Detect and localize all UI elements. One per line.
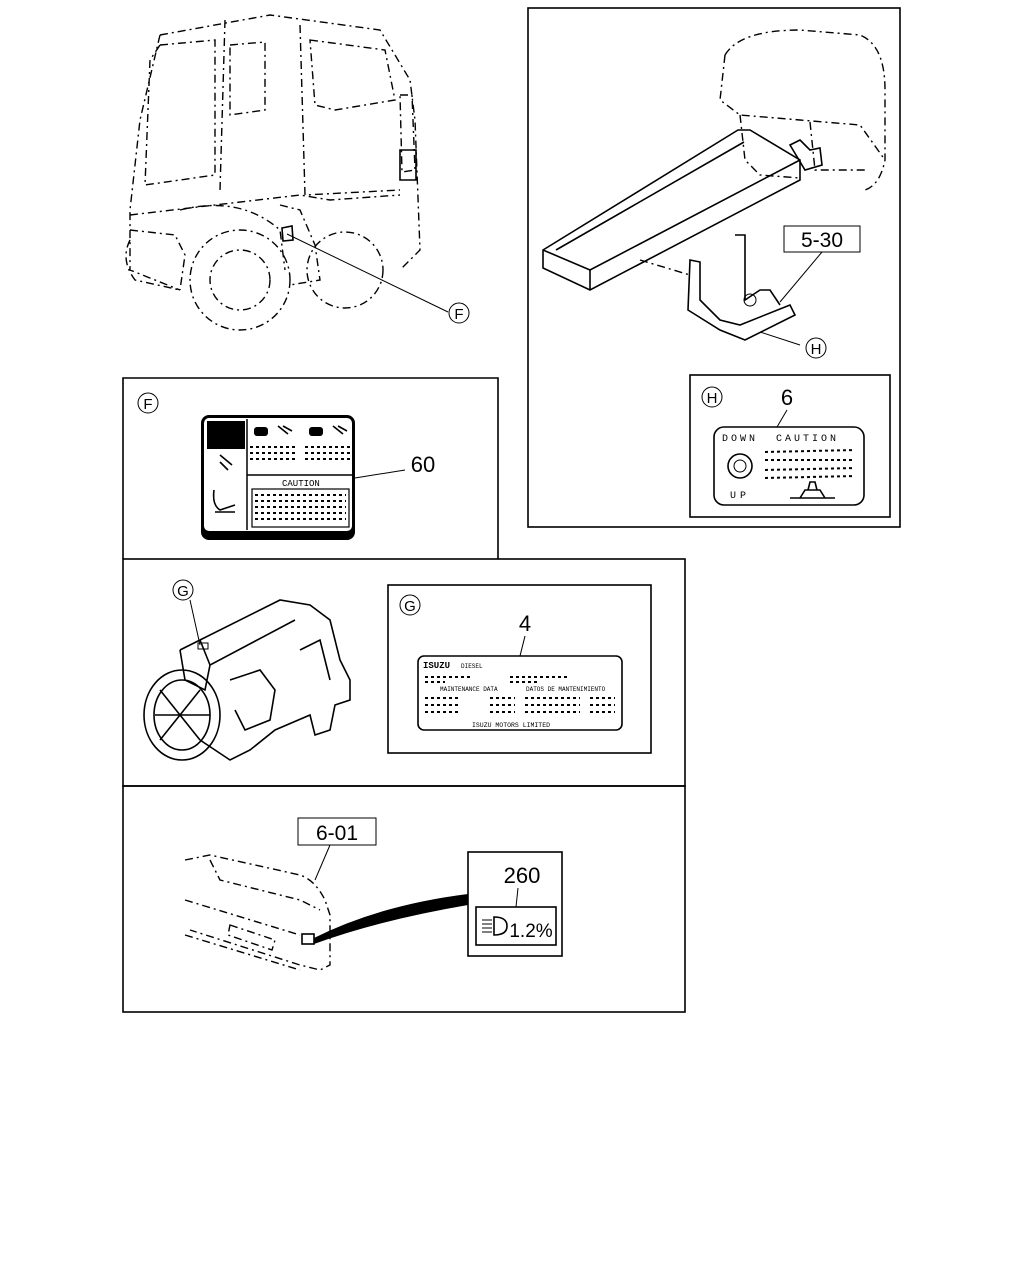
engine-illustration <box>143 599 351 761</box>
callout-g-panel: G <box>404 598 416 615</box>
part-box-6-01 <box>297 817 377 846</box>
bumper-illustration <box>184 854 331 971</box>
callout-f-badge: F <box>448 302 470 324</box>
part-number-5-30: 5-30 <box>801 229 843 252</box>
headlamp-icon <box>482 916 508 936</box>
f-detail-panel <box>122 377 499 559</box>
cab-frame-illustration <box>542 29 886 346</box>
f-label-caution: CAUTION <box>282 479 320 489</box>
part-number-60: 60 <box>411 452 435 477</box>
truck-cab-illustration <box>125 14 421 331</box>
h-label-down: DOWN <box>722 434 758 445</box>
part-number-6: 6 <box>781 385 793 410</box>
g-detail-panel <box>122 558 686 787</box>
g-label-brand: ISUZU <box>423 661 450 671</box>
callout-h: H <box>811 341 822 358</box>
callout-g: G <box>177 583 189 600</box>
callout-h-panel: H <box>707 390 718 407</box>
h-label-caution: CAUTION <box>776 434 839 445</box>
frame-panel <box>527 7 901 528</box>
part-number-260: 260 <box>504 863 541 888</box>
g-label-box <box>387 584 652 754</box>
g-label-brand-sub: DIESEL <box>461 663 483 670</box>
callout-f: F <box>454 306 463 323</box>
pointer-wedge <box>314 894 468 944</box>
part-number-6-01: 6-01 <box>316 822 358 845</box>
bumper-detail-panel <box>122 785 686 1013</box>
headlamp-aim-label <box>475 906 557 946</box>
h-caution-label <box>713 426 865 506</box>
h-handle-icon <box>790 481 835 499</box>
leader-60 <box>354 469 406 479</box>
g-label-datos: DATOS DE MANTENIMIENTO <box>526 686 606 693</box>
headlamp-aim-value: 1.2% <box>509 921 552 942</box>
h-dial-icon <box>727 453 753 479</box>
part-number-4: 4 <box>519 611 531 636</box>
callout-h-badge <box>805 337 827 359</box>
h-detail-panel <box>689 374 891 518</box>
headlamp-label-box <box>467 851 563 957</box>
g-label-maker: ISUZU MOTORS LIMITED <box>472 722 550 729</box>
g-label-maintenance: MAINTENANCE DATA <box>440 686 498 693</box>
leader-f <box>286 233 449 313</box>
h-label-up: UP <box>730 491 750 502</box>
f-caution-label: CAUTION <box>201 415 355 540</box>
callout-f-panel: F <box>143 396 152 413</box>
g-isuzu-label: ISUZU DIESEL MAINTENANCE DATA DATOS DE M… <box>417 655 623 731</box>
leader-5-30 <box>779 251 823 303</box>
